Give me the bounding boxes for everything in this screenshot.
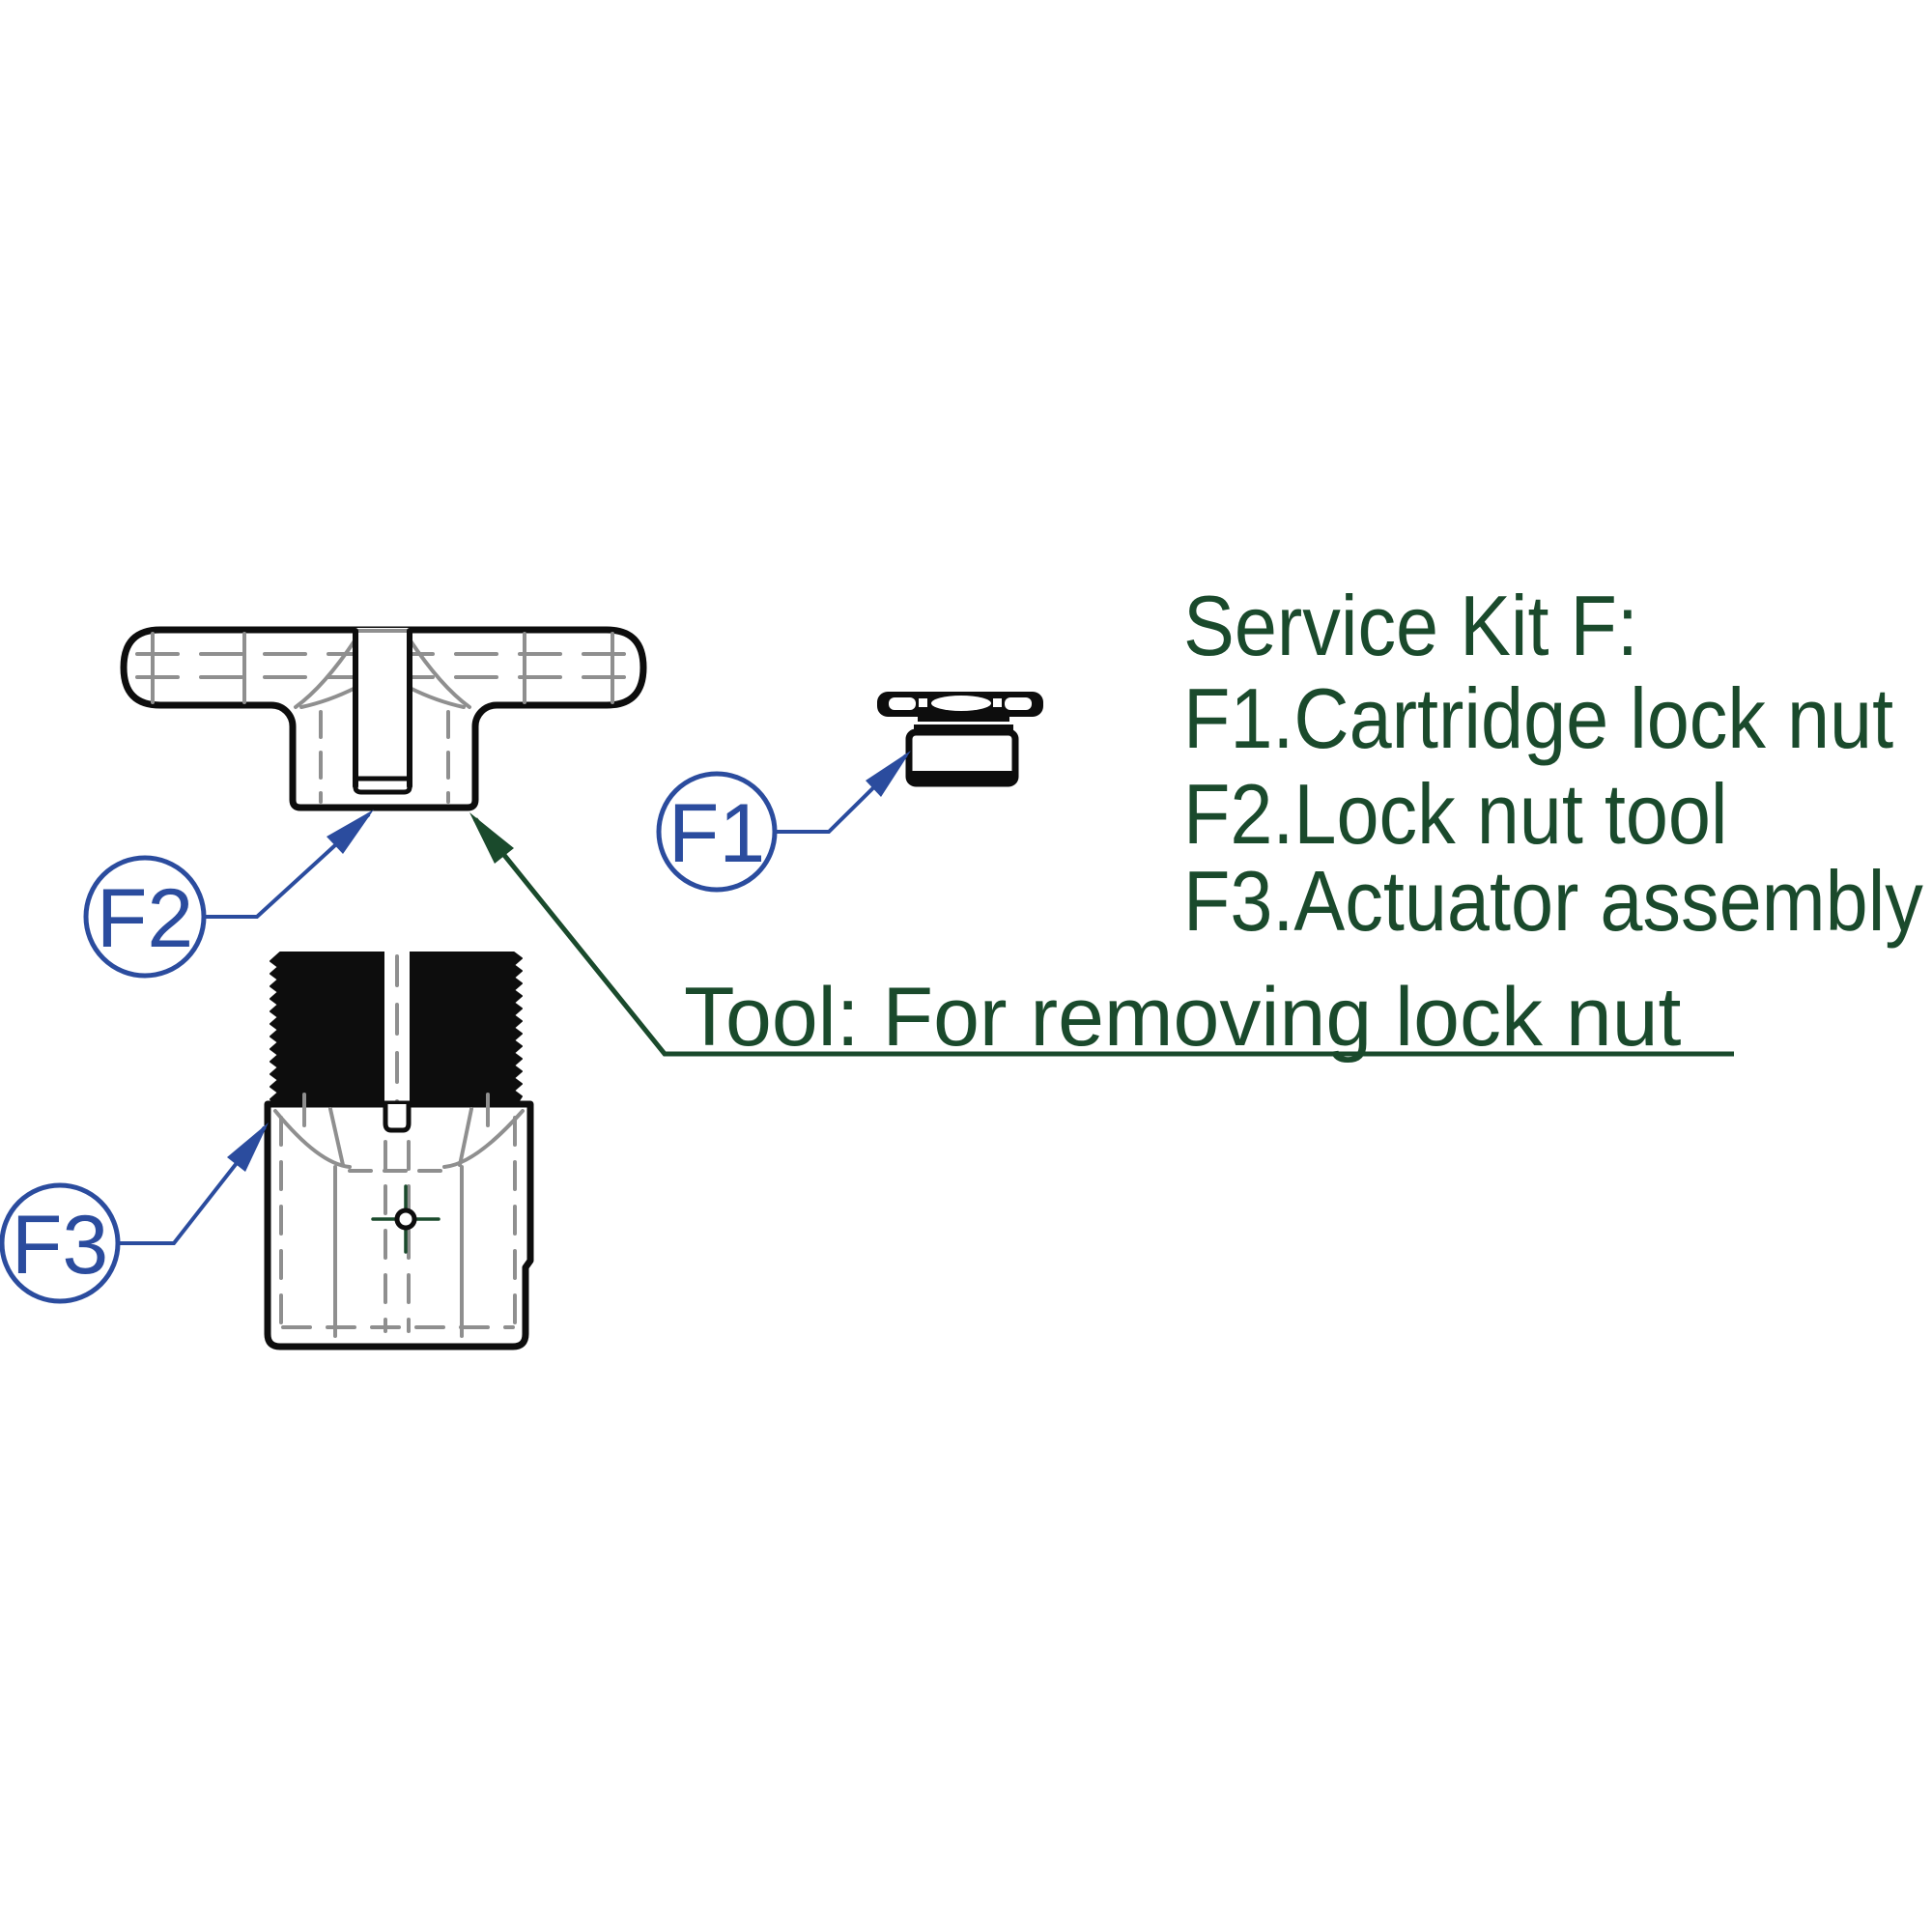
- arrowhead-tool-note: [469, 812, 514, 864]
- balloon-f2-circle: [83, 855, 207, 979]
- legend-title: Service Kit F:: [1183, 578, 1638, 673]
- legend-line-f3: F3.Actuator assembly: [1183, 853, 1923, 949]
- balloon-f1-circle: [656, 771, 778, 893]
- legend-line-f1: F1.Cartridge lock nut: [1183, 670, 1894, 766]
- balloon-f3-label: F3: [12, 1199, 108, 1292]
- tool-note-leader: [469, 812, 1734, 1057]
- arrowhead-f3: [227, 1122, 269, 1172]
- legend-line-f2: F2.Lock nut tool: [1183, 766, 1728, 862]
- tool-note-text: Tool: For removing lock nut: [684, 971, 1682, 1064]
- balloon-f2: F2: [83, 810, 374, 979]
- balloon-f3: F3: [0, 1122, 269, 1304]
- center-mark: [371, 1184, 440, 1254]
- balloon-f3-circle: [0, 1182, 121, 1304]
- lock-nut-tool-drawing: [120, 626, 647, 811]
- balloon-f1: F1: [656, 751, 911, 893]
- balloon-f2-label: F2: [97, 872, 193, 965]
- arrowhead-f2: [327, 810, 374, 854]
- actuator-assembly-drawing: [264, 949, 534, 1350]
- cartridge-lock-nut-drawing: [877, 692, 1043, 787]
- balloon-f1-label: F1: [668, 787, 765, 880]
- arrowhead-f1: [866, 751, 911, 797]
